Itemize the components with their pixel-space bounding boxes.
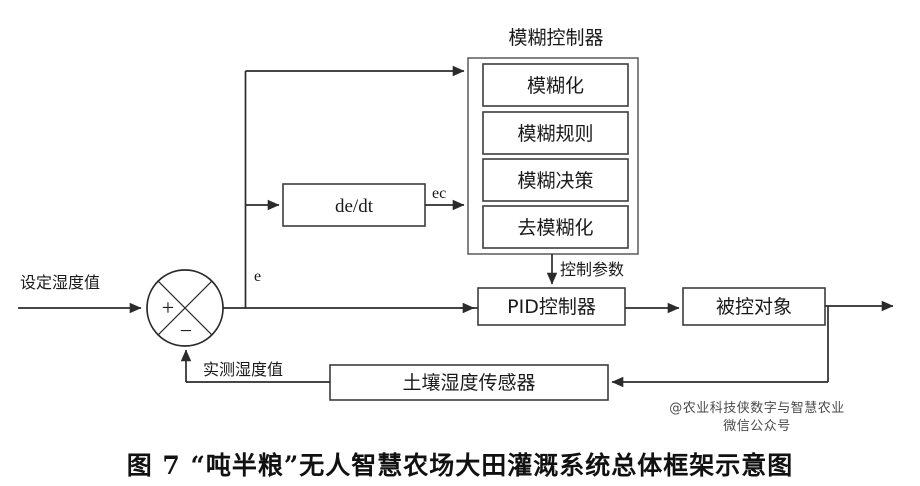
- derivative-block-box: [282, 183, 426, 227]
- fuzzy-stage-box-2: [482, 111, 629, 155]
- fuzzy-stage-label-4: 去模糊化: [517, 217, 593, 239]
- setpoint-label: 设定湿度值: [20, 273, 100, 292]
- sensor-label: 土壤湿度传感器: [402, 372, 535, 394]
- pid-controller-box: [477, 287, 626, 326]
- fuzzy-stage-box-1: [482, 63, 629, 107]
- fuzzy-controller-title: 模糊控制器: [508, 27, 603, 49]
- derivative-block-label: de/dt: [335, 196, 374, 217]
- figure-caption: 图 7 “吨半粮”无人智慧农场大田灌溉系统总体框架示意图: [127, 451, 794, 480]
- summing-junction-cross-b: [157, 280, 213, 336]
- control-params-label: 控制参数: [560, 260, 624, 279]
- fuzzy-stage-label-3: 模糊决策: [517, 170, 593, 192]
- pid-controller-label: PID控制器: [507, 296, 596, 318]
- error-signal-label: e: [254, 268, 261, 285]
- plant-label: 被控对象: [716, 296, 792, 318]
- feedback-label: 实测湿度值: [203, 360, 283, 379]
- error-rate-signal-label: ec: [432, 185, 446, 202]
- fuzzy-stage-box-4: [482, 205, 629, 249]
- watermark-line-2: 微信公众号: [723, 419, 791, 434]
- watermark-line-1: @农业科技侠数字与智慧农业: [669, 400, 845, 416]
- plant-box: [682, 287, 826, 326]
- summing-junction-plus-sign: +: [162, 295, 174, 320]
- fuzzy-stage-box-3: [482, 158, 629, 202]
- fuzzy-stage-label-1: 模糊化: [527, 75, 584, 97]
- fuzzy-stage-label-2: 模糊规则: [517, 123, 593, 145]
- summing-junction-minus-sign: −: [180, 318, 192, 343]
